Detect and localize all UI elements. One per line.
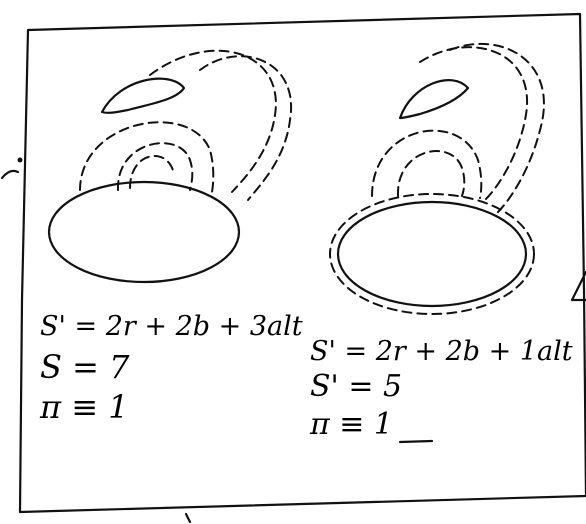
right-surface-figure: [330, 44, 544, 314]
left-formula-pi: π ≡ 1: [39, 388, 129, 426]
left-formulas: S' = 2r + 2b + 3alt S = 7 π ≡ 1: [39, 311, 303, 426]
left-solid-cap: [102, 79, 184, 113]
left-base-ellipse: [49, 182, 239, 282]
right-formulas: S' = 2r + 2b + 1alt S' = 5 π ≡ 1: [309, 336, 573, 442]
right-inner-dashed-arch: [372, 131, 481, 198]
right-inner-dashed-arch-2: [398, 151, 464, 196]
right-formula-s: S' = 5: [310, 369, 402, 404]
right-outer-dashed-handle-inner: [420, 47, 527, 200]
left-outer-dashed-handle: [200, 56, 291, 200]
left-edge-mark: [2, 171, 18, 178]
left-formula-s-prime: S' = 2r + 2b + 3alt: [40, 311, 303, 342]
right-formula-s-prime: S' = 2r + 2b + 1alt: [310, 336, 573, 367]
left-surface-figure: [49, 51, 291, 282]
right-formula-pi: π ≡ 1: [309, 407, 393, 442]
right-formula-underline: [400, 441, 432, 442]
right-solid-cap: [400, 80, 468, 118]
bottom-tick-mark: [186, 514, 190, 522]
page-border: [20, 14, 586, 512]
right-base-ellipse: [338, 202, 526, 306]
right-base-halo: [330, 194, 534, 314]
left-edge-dot: [18, 158, 23, 163]
left-formula-s: S = 7: [40, 348, 130, 386]
